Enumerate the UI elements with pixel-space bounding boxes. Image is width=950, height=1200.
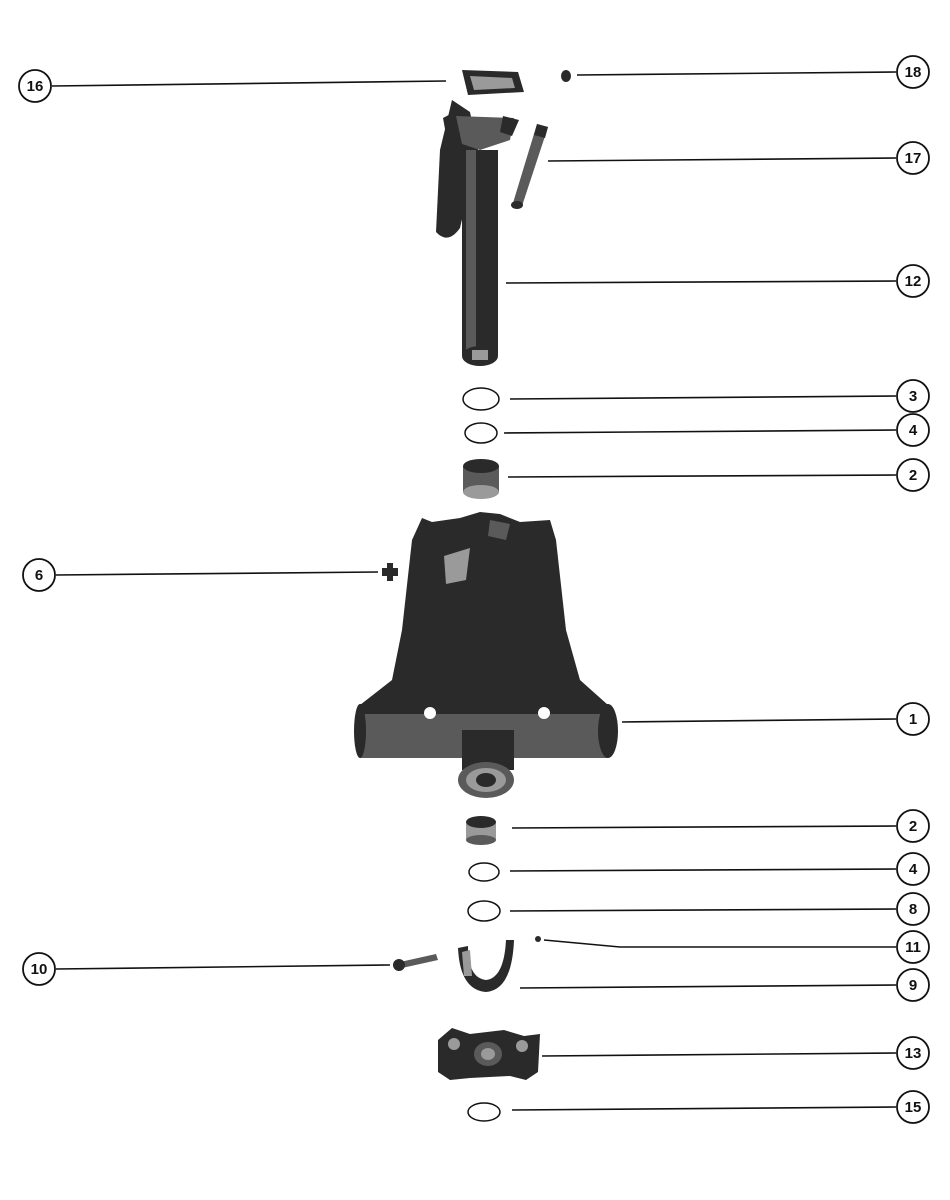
part-12-swivel-shaft: [436, 100, 519, 366]
callout-label-6: 6: [35, 567, 43, 584]
callout-label-18: 18: [905, 64, 922, 81]
part-2-bushing-lower: [466, 816, 496, 845]
callout-label-8: 8: [909, 901, 917, 918]
callout-label-10: 10: [31, 961, 48, 978]
callout-label-4-upper: 4: [909, 422, 918, 439]
callout-label-12: 12: [905, 273, 922, 290]
callout-label-9: 9: [909, 977, 917, 994]
callout-label-2-lower: 2: [909, 818, 917, 835]
part-17-rod: [511, 124, 548, 209]
callout-label-13: 13: [905, 1045, 922, 1062]
callout-11: 11: [896, 930, 930, 964]
callout-13: 13: [896, 1036, 930, 1070]
part-10-screw: [393, 954, 438, 971]
part-11-pin: [535, 936, 541, 942]
callout-2-lower: 2: [896, 809, 930, 843]
part-6-fitting: [382, 563, 398, 581]
callout-2-upper: 2: [896, 458, 930, 492]
part-16-plate: [462, 70, 524, 95]
part-9-clamp: [458, 940, 514, 992]
part-18-nut: [561, 70, 571, 82]
callout-label-1: 1: [909, 711, 917, 728]
callout-label-17: 17: [905, 150, 922, 167]
callout-4-lower: 4: [896, 852, 930, 886]
callout-17: 17: [896, 141, 930, 175]
part-1-swivel-bracket: [354, 512, 618, 798]
part-4-washer-upper: [464, 422, 498, 444]
part-4-washer-lower: [468, 862, 500, 882]
callout-16: 16: [18, 69, 52, 103]
callout-6: 6: [22, 558, 56, 592]
callout-18: 18: [896, 55, 930, 89]
callout-3: 3: [896, 379, 930, 413]
leader-lines: [51, 71, 897, 1111]
callout-9: 9: [896, 968, 930, 1002]
callout-label-11: 11: [905, 939, 921, 956]
callout-1: 1: [896, 702, 930, 736]
callout-15: 15: [896, 1090, 930, 1124]
part-2-bushing-upper: [463, 459, 499, 499]
callout-12: 12: [896, 264, 930, 298]
callout-label-16: 16: [27, 78, 44, 95]
callout-8: 8: [896, 892, 930, 926]
part-13-block: [438, 1028, 540, 1080]
part-8-ring: [467, 900, 501, 922]
callout-label-2-upper: 2: [909, 467, 917, 484]
callout-10: 10: [22, 952, 56, 986]
callout-label-4-lower: 4: [909, 861, 918, 878]
part-3-ring: [462, 387, 500, 411]
callout-4-upper: 4: [896, 413, 930, 447]
callout-label-15: 15: [905, 1099, 922, 1116]
callout-label-3: 3: [909, 388, 917, 405]
part-15-oring: [467, 1102, 501, 1122]
